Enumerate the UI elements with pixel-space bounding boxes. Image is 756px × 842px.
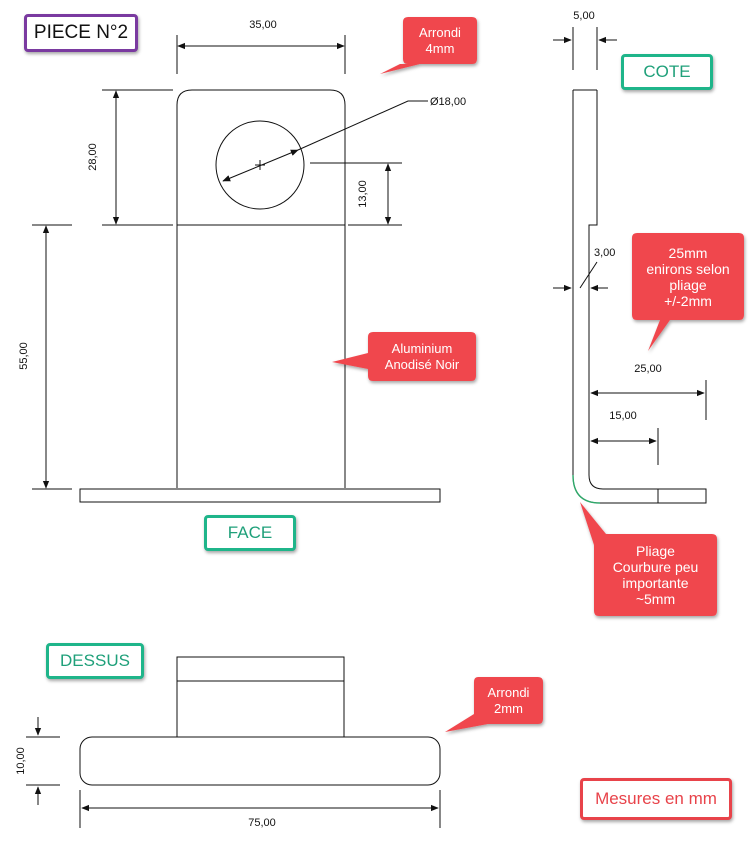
callout-line: 25mm — [668, 244, 708, 261]
callout-line: Anodisé Noir — [384, 356, 460, 372]
callout-line: enirons selon — [646, 260, 730, 277]
dim-side-inner: 3,00 — [594, 247, 615, 259]
callout-pliage-25mm: 25mm enirons selon pliage +/-2mm — [632, 233, 744, 320]
callout-pliage-courbure: Pliage Courbure peu importante ~5mm — [594, 534, 717, 616]
callout-line: importante — [622, 575, 689, 591]
face-view — [32, 35, 441, 503]
dim-hole-center: 13,00 — [357, 180, 369, 208]
callout-arrondi-2mm-shape — [445, 677, 543, 732]
callout-line: ~5mm — [635, 591, 676, 607]
dim-top-height: 28,00 — [87, 143, 99, 171]
side-view — [553, 27, 707, 504]
dim-side-thickness: 5,00 — [573, 10, 594, 22]
dim-lower-height: 55,00 — [18, 342, 30, 370]
view-label-dessus-text: DESSUS — [60, 651, 130, 670]
view-label-dessus: DESSUS — [46, 643, 144, 679]
view-label-face-text: FACE — [227, 523, 273, 542]
callout-line: Courbure peu — [612, 559, 699, 575]
top-base-outline — [79, 736, 441, 786]
callout-arrondi-4mm-shape — [380, 17, 477, 74]
face-plate-outline — [176, 89, 346, 488]
callout-line: 4mm — [425, 40, 455, 56]
dim-side-foot-25: 25,00 — [634, 363, 662, 375]
side-profile-inner — [588, 90, 658, 490]
dim-dessus-height: 10,00 — [15, 747, 27, 775]
units-note-text: Mesures en mm — [595, 789, 717, 808]
view-label-cote: COTE — [621, 54, 713, 90]
units-note: Mesures en mm — [580, 778, 732, 820]
dim-side-foot-15: 15,00 — [609, 410, 637, 422]
piece-title: PIECE N°2 — [24, 14, 138, 52]
view-label-face: FACE — [204, 515, 296, 551]
callout-line: Arrondi — [487, 684, 530, 700]
face-base-flange — [79, 488, 441, 503]
view-label-cote-text: COTE — [643, 62, 691, 81]
callout-aluminium: Aluminium Anodisé Noir — [368, 332, 476, 381]
callout-pliage-25mm-shape — [632, 233, 744, 351]
callout-line: pliage — [669, 276, 707, 293]
callout-aluminium-shape — [332, 332, 476, 381]
top-view — [26, 656, 441, 828]
top-tab-outline — [176, 656, 345, 738]
callout-arrondi-4mm: Arrondi 4mm — [403, 17, 477, 64]
callout-pliage-courbure-shape — [580, 502, 717, 616]
callout-line: Pliage — [636, 543, 675, 559]
piece-title-text: PIECE N°2 — [33, 22, 129, 43]
bend-arc — [572, 474, 601, 504]
dim-dessus-width: 75,00 — [248, 817, 276, 829]
callout-line: Arrondi — [419, 24, 461, 40]
callout-arrondi-2mm: Arrondi 2mm — [474, 677, 543, 724]
mounting-hole — [215, 120, 305, 210]
dim-hole-diameter: Ø18,00 — [430, 96, 466, 108]
callout-line: Aluminium — [391, 340, 453, 356]
callout-line: +/-2mm — [664, 292, 712, 309]
dim-face-width: 35,00 — [249, 19, 277, 31]
callout-line: 2mm — [494, 700, 523, 716]
